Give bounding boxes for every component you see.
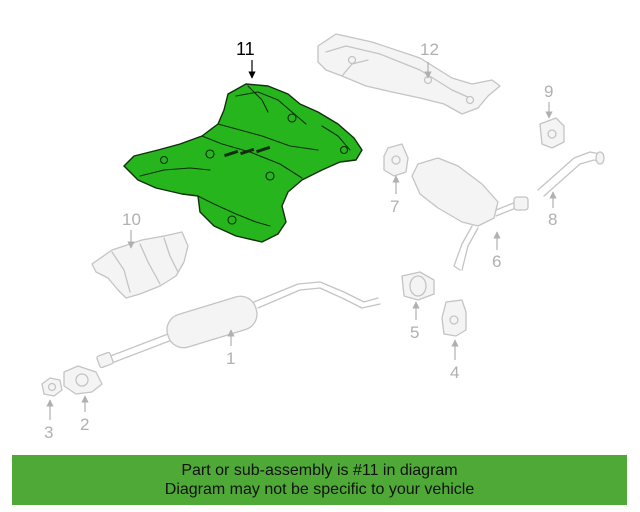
part-6-muffler[interactable] <box>411 157 529 271</box>
callout-6: 6 <box>492 231 501 271</box>
svg-text:2: 2 <box>80 415 89 434</box>
part-2-gasket[interactable] <box>63 365 103 395</box>
callout-5: 5 <box>410 301 420 342</box>
banner-line-1: Part or sub-assembly is #11 in diagram <box>181 462 458 479</box>
callout-9: 9 <box>544 82 553 119</box>
callout-12: 12 <box>420 40 439 79</box>
part-1-front-pipe[interactable] <box>96 281 381 369</box>
callout-1: 1 <box>226 329 235 368</box>
part-11-underbody-shield[interactable] <box>123 83 363 243</box>
part-9-insulator[interactable] <box>539 117 565 149</box>
svg-text:11: 11 <box>236 39 255 59</box>
callout-4: 4 <box>450 339 459 382</box>
part-10-heat-shield[interactable] <box>91 231 189 299</box>
part-4-insulator[interactable] <box>441 299 467 337</box>
callout-2: 2 <box>80 395 89 434</box>
callout-3: 3 <box>44 399 54 442</box>
svg-text:7: 7 <box>390 197 399 216</box>
svg-text:6: 6 <box>492 252 501 271</box>
callout-8: 8 <box>548 191 557 229</box>
svg-text:12: 12 <box>420 40 439 59</box>
part-5-clamp[interactable] <box>401 271 435 301</box>
part-8-tail-pipe[interactable] <box>537 151 605 197</box>
svg-text:4: 4 <box>450 363 459 382</box>
callout-10: 10 <box>122 210 141 249</box>
svg-text:8: 8 <box>548 210 557 229</box>
callout-11: 11 <box>236 39 256 79</box>
svg-text:5: 5 <box>410 323 419 342</box>
part-12-crossmember[interactable] <box>317 33 501 115</box>
callout-7: 7 <box>390 175 400 216</box>
banner-line-2: Diagram may not be specific to your vehi… <box>164 481 475 498</box>
part-3-nut[interactable] <box>41 377 63 397</box>
svg-text:9: 9 <box>544 82 553 101</box>
info-banner: Part or sub-assembly is #11 in diagram D… <box>12 455 627 505</box>
svg-text:1: 1 <box>226 349 235 368</box>
parts-diagram: 11 12 10 9 8 7 6 5 4 1 2 3 <box>41 33 605 442</box>
svg-text:10: 10 <box>122 210 141 229</box>
part-7-hanger[interactable] <box>383 143 409 177</box>
svg-text:3: 3 <box>44 423 53 442</box>
